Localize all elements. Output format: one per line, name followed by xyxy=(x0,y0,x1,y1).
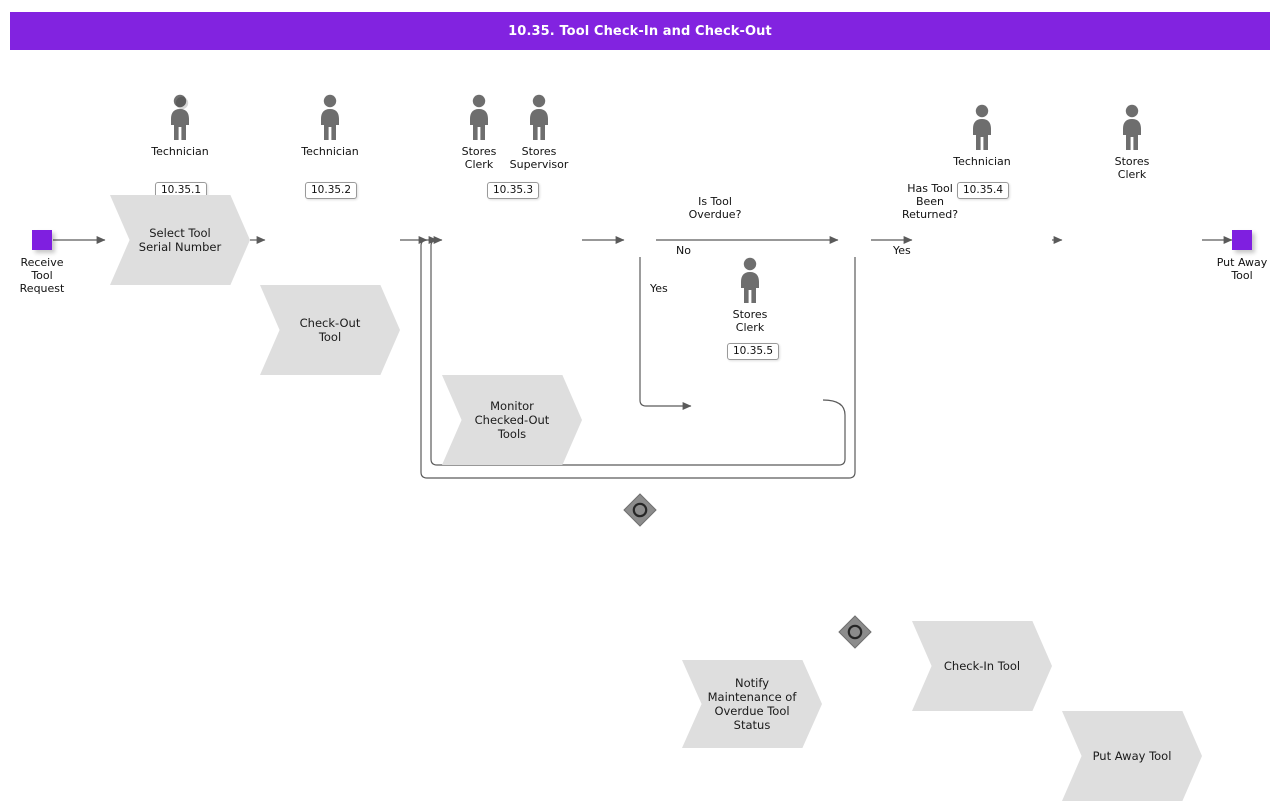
activity-notify-maintenance-overdue[interactable]: Notify Maintenance of Overdue Tool Statu… xyxy=(682,660,822,748)
gateway-is-tool-overdue[interactable] xyxy=(623,493,657,527)
actor-technician-3: Technician xyxy=(947,104,1017,168)
activity-label: Notify Maintenance of Overdue Tool Statu… xyxy=(707,676,797,732)
person-icon xyxy=(171,94,189,140)
actor-label: Stores Clerk xyxy=(1114,155,1150,181)
chevron-shape xyxy=(442,375,582,465)
activity-select-tool-serial-number[interactable]: Select Tool Serial Number xyxy=(110,195,250,285)
chevron-shape xyxy=(260,285,400,375)
actor-label: Stores Clerk xyxy=(732,308,768,334)
gateway-2-label: Has Tool Been Returned? xyxy=(901,182,959,221)
connector-layer xyxy=(53,236,1233,479)
edge-label-gw2-yes: Yes xyxy=(893,244,911,257)
step-number-1: 10.35.1 xyxy=(155,182,208,199)
person-icon xyxy=(321,94,339,140)
activity-label: Monitor Checked-Out Tools xyxy=(474,399,550,441)
actor-technician-1: Technician xyxy=(145,94,215,158)
decision-diamond-icon xyxy=(623,493,657,527)
edge-gw2-no-loopback-to-3 xyxy=(418,236,856,479)
process-flow-diagram: Receive Tool Request Technician 10.35.1 … xyxy=(20,94,1267,801)
end-event-label: Put Away Tool xyxy=(1216,256,1268,282)
step-number-4: 10.35.4 xyxy=(957,182,1010,199)
person-icon xyxy=(1123,104,1141,150)
person-icon xyxy=(973,104,991,150)
activity-label: Check-In Tool xyxy=(943,659,1021,673)
gateway-has-tool-been-returned[interactable] xyxy=(838,615,872,649)
person-icon xyxy=(530,94,548,140)
actor-label: Technician xyxy=(151,145,209,158)
chevron-shape xyxy=(110,195,250,285)
start-event-label: Receive Tool Request xyxy=(19,256,65,295)
actor-stores-clerk-2: Stores Clerk xyxy=(715,257,785,334)
step-number-2: 10.35.2 xyxy=(305,182,358,199)
step-number-5: 10.35.5 xyxy=(727,343,780,360)
person-icon xyxy=(470,94,488,140)
page-title: 10.35. Tool Check-In and Check-Out xyxy=(508,23,772,39)
start-event[interactable]: Receive Tool Request xyxy=(20,230,64,295)
edge-5-loopback-to-3 xyxy=(428,236,846,466)
actor-label: Technician xyxy=(301,145,359,158)
activity-label: Select Tool Serial Number xyxy=(138,226,222,254)
actor-stores-supervisor: Stores Supervisor xyxy=(504,94,574,171)
start-event-marker xyxy=(32,230,52,250)
activity-label: Check-Out Tool xyxy=(299,316,361,344)
actor-stores-clerk-1: Stores Clerk xyxy=(444,94,514,171)
edge-label-gw1-no: No xyxy=(676,244,691,257)
activity-check-in-tool[interactable]: Check-In Tool xyxy=(912,621,1052,711)
actor-stores-clerk-3: Stores Clerk xyxy=(1097,104,1167,181)
step-number-3: 10.35.3 xyxy=(487,182,540,199)
actor-label: Stores Supervisor xyxy=(509,145,569,171)
decision-diamond-icon xyxy=(838,615,872,649)
activity-put-away-tool[interactable]: Put Away Tool xyxy=(1062,711,1202,801)
gateway-1-label: Is Tool Overdue? xyxy=(688,195,742,221)
actor-label: Stores Clerk xyxy=(461,145,497,171)
actor-label: Technician xyxy=(953,155,1011,168)
edge-gw1-yes-to-5 xyxy=(639,257,692,410)
end-event-marker xyxy=(1232,230,1252,250)
page-title-bar: 10.35. Tool Check-In and Check-Out xyxy=(10,12,1270,50)
activity-monitor-checked-out-tools[interactable]: Monitor Checked-Out Tools xyxy=(442,375,582,465)
actor-technician-2: Technician xyxy=(295,94,365,158)
activity-label: Put Away Tool xyxy=(1092,749,1172,763)
person-icon xyxy=(741,257,759,303)
activity-check-out-tool[interactable]: Check-Out Tool xyxy=(260,285,400,375)
edge-label-gw1-yes: Yes xyxy=(650,282,668,295)
end-event[interactable]: Put Away Tool xyxy=(1217,230,1267,282)
